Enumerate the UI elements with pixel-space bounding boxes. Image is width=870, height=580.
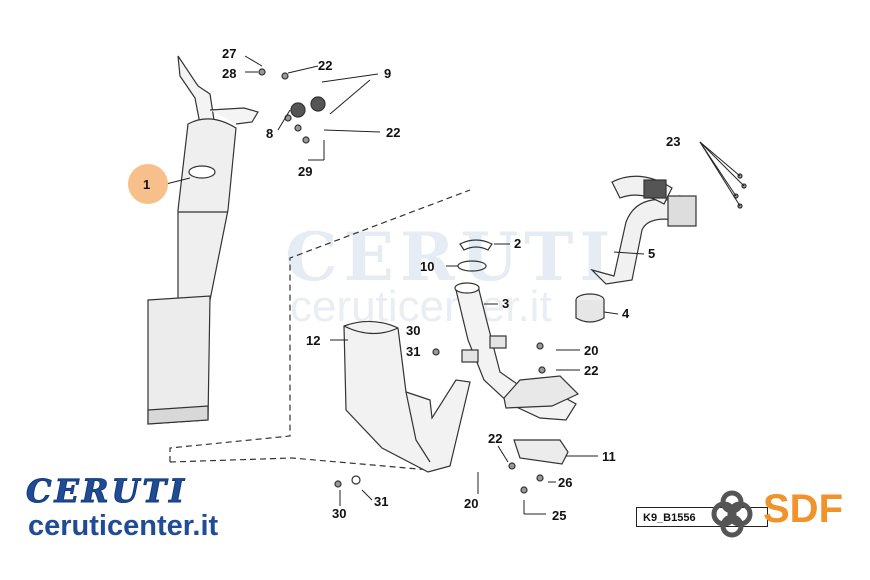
dashed-assembly-outline xyxy=(169,189,471,462)
part-label: 29 xyxy=(298,164,312,179)
ceruti-logo: CERUTI xyxy=(25,472,188,511)
sdf-logo: SDF xyxy=(763,487,843,531)
pipe-part-3 xyxy=(454,282,580,421)
part-label: 5 xyxy=(648,246,655,261)
part-label: 22 xyxy=(386,125,400,140)
part-label: 30 xyxy=(406,323,420,338)
ring-part-10 xyxy=(457,260,487,272)
dashed-lower-guide xyxy=(169,457,431,471)
part-label: 10 xyxy=(420,259,434,274)
part-label: 1 xyxy=(143,177,150,192)
part-labels: 1 2 3 4 5 8 9 10 11 12 20 20 22 22 22 22… xyxy=(143,46,680,523)
shroud-part-12 xyxy=(343,320,471,473)
highlight-bubble xyxy=(128,164,168,204)
part-label: 3 xyxy=(502,296,509,311)
watermark-site: ceruticenter.it xyxy=(290,282,552,331)
part-label: 23 xyxy=(666,134,680,149)
part-label: 31 xyxy=(406,344,420,359)
mount-part-8 xyxy=(290,102,306,118)
part-label: 25 xyxy=(552,508,566,523)
watermark-brand: CERUTI xyxy=(285,218,617,296)
fasteners xyxy=(258,68,747,494)
part-label: 22 xyxy=(488,431,502,446)
part-label: 28 xyxy=(222,66,236,81)
part-label: 30 xyxy=(332,506,346,521)
part-label: 20 xyxy=(464,496,478,511)
part-label: 26 xyxy=(558,475,572,490)
part-label: 9 xyxy=(384,66,391,81)
part-label: 4 xyxy=(622,306,630,321)
part-label: 12 xyxy=(306,333,320,348)
part-label: 22 xyxy=(584,363,598,378)
bracket-part-11 xyxy=(513,439,569,465)
clamp-part-2 xyxy=(459,239,493,251)
part-label: 27 xyxy=(222,46,236,61)
part-label: 31 xyxy=(374,494,388,509)
muffler-part-1 xyxy=(147,55,259,425)
hose-part-5 xyxy=(589,175,697,285)
part-label: 22 xyxy=(318,58,332,73)
part-label: 20 xyxy=(584,343,598,358)
part-label: 8 xyxy=(266,126,273,141)
leader-lines xyxy=(165,55,745,515)
sdf-gear-icon xyxy=(711,490,753,538)
part-label: 2 xyxy=(514,236,521,251)
mount-part-9 xyxy=(310,96,326,112)
ceruti-site: ceruticenter.it xyxy=(28,510,219,542)
part-label: 11 xyxy=(602,449,616,464)
sleeve-part-4 xyxy=(575,293,605,323)
